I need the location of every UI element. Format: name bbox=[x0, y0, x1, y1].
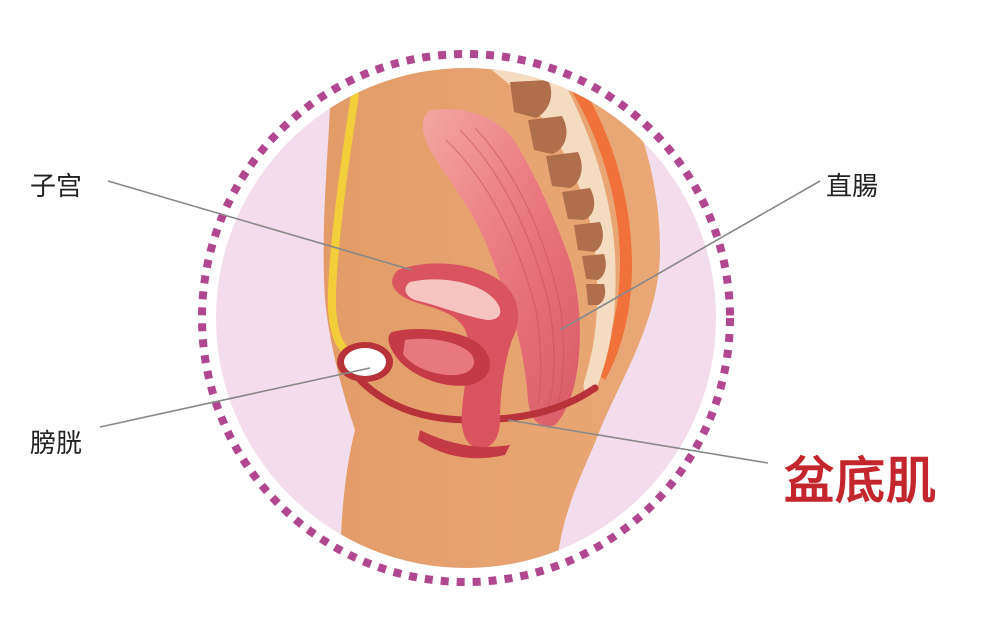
vertebrae bbox=[510, 80, 606, 305]
fat-layer-line bbox=[327, 91, 359, 354]
leader-line-pelvic-floor bbox=[507, 419, 769, 464]
label-bladder: 膀胱 bbox=[30, 429, 83, 459]
label-rectum: 直腸 bbox=[826, 172, 879, 202]
body-section bbox=[323, 68, 660, 568]
leader-lines bbox=[99, 180, 821, 464]
spine bbox=[492, 70, 616, 396]
bladder-organ bbox=[337, 342, 393, 382]
uterus-organ bbox=[388, 263, 519, 449]
back-muscle bbox=[565, 75, 632, 380]
label-uterus: 子宫 bbox=[30, 172, 83, 202]
dotted-circle-border bbox=[198, 50, 734, 586]
leader-line-uterus bbox=[107, 180, 413, 271]
leader-line-bladder bbox=[99, 367, 371, 428]
leader-line-rectum bbox=[559, 180, 821, 331]
rectum-muscle-striations bbox=[445, 127, 565, 413]
perineum bbox=[418, 430, 510, 459]
label-pelvic-floor: 盆底肌 bbox=[784, 452, 937, 510]
